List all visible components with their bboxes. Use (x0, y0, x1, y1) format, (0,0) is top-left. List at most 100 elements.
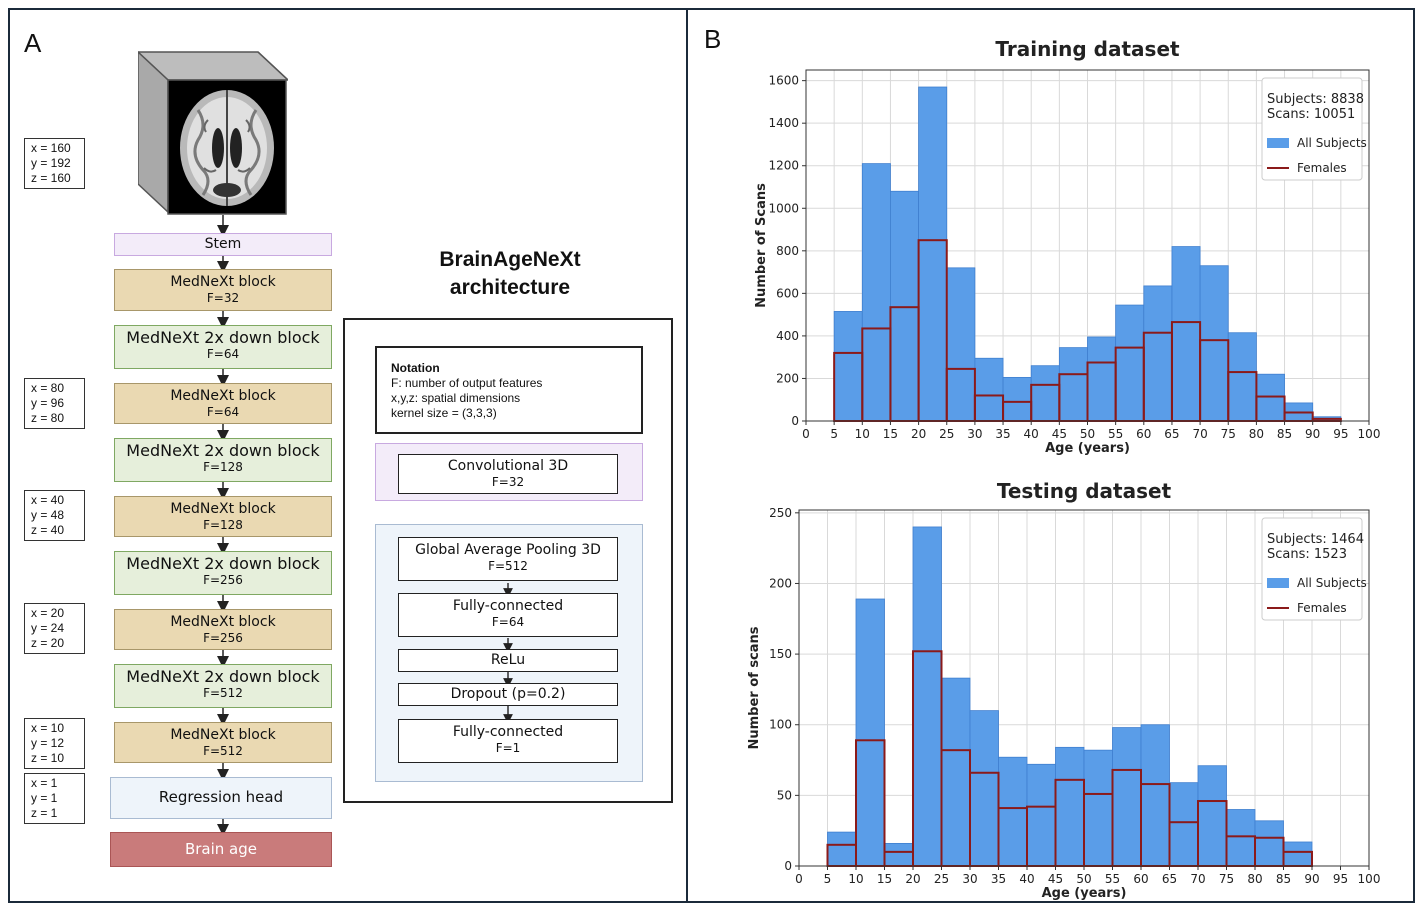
x-tick-label: 20 (905, 872, 920, 886)
dims-box-6: x = 1 y = 1 z = 1 (24, 773, 85, 824)
x-tick-label: 70 (1190, 872, 1205, 886)
block-features: F=64 (206, 405, 240, 419)
layer-features: F=64 (491, 615, 525, 629)
architecture-title: BrainAgeNeXt architecture (400, 246, 620, 302)
bar-all-subjects (1197, 765, 1227, 867)
bar-all-subjects (918, 86, 948, 422)
bar-all-subjects (1115, 304, 1145, 422)
x-tick-label: 0 (802, 427, 810, 441)
bar-all-subjects (1083, 749, 1113, 867)
dim-y: y = 12 (31, 736, 65, 750)
block-label: MedNeXt 2x down block (126, 441, 320, 460)
bar-all-subjects (1199, 265, 1229, 422)
bar-all-subjects (1087, 336, 1117, 422)
dim-x: x = 20 (31, 606, 65, 620)
legend-label-all-subjects: All Subjects (1297, 136, 1367, 150)
dims-box-1: x = 160 y = 192 z = 160 (24, 138, 85, 189)
x-tick-label: 50 (1076, 872, 1091, 886)
bar-all-subjects (974, 357, 1004, 422)
chart-title: Training dataset (995, 37, 1180, 61)
conv3d-features: F=32 (491, 475, 525, 489)
x-tick-label: 60 (1136, 427, 1151, 441)
architecture-title-line-1: BrainAgeNeXt (439, 248, 581, 271)
bar-all-subjects (861, 163, 891, 422)
legend-box (1261, 77, 1363, 181)
x-tick-label: 60 (1133, 872, 1148, 886)
notation-line: kernel size = (3,3,3) (391, 406, 497, 420)
y-axis-label: Number of Scans (754, 183, 769, 308)
block-features: F=256 (203, 631, 243, 645)
notation-title: Notation (391, 361, 440, 375)
x-tick-label: 30 (967, 427, 982, 441)
mednext-block-5: MedNeXt block F=512 (114, 722, 332, 763)
x-tick-label: 65 (1162, 872, 1177, 886)
y-tick-label: 0 (784, 859, 792, 873)
y-tick-label: 0 (791, 414, 799, 428)
conv3d-label: Convolutional 3D (447, 458, 569, 474)
bar-all-subjects (1112, 727, 1142, 867)
stem-block: Stem (114, 233, 332, 256)
layer-label: Dropout (p=0.2) (450, 686, 566, 702)
block-features: F=32 (206, 291, 240, 305)
x-tick-label: 20 (911, 427, 926, 441)
x-tick-label: 15 (883, 427, 898, 441)
y-tick-label: 250 (769, 506, 792, 520)
bar-all-subjects (884, 842, 914, 867)
x-tick-label: 85 (1276, 872, 1291, 886)
notation-line: x,y,z: spatial dimensions (391, 391, 521, 405)
x-axis-label: Age (years) (1045, 441, 1130, 455)
architecture-title-line-2: architecture (449, 276, 571, 299)
bar-all-subjects (1171, 246, 1201, 422)
chart-title: Testing dataset (997, 479, 1172, 503)
x-tick-label: 30 (962, 872, 977, 886)
regression-head-block: Regression head (110, 777, 332, 819)
legend-swatch-all-subjects (1267, 578, 1289, 588)
block-features: F=512 (203, 744, 243, 758)
notation-line: F: number of output features (391, 376, 543, 390)
block-features: F=64 (206, 347, 240, 361)
block-label: MedNeXt block (170, 614, 276, 630)
legend-scans-count: Scans: 1523 (1267, 547, 1347, 562)
dim-z: z = 40 (31, 523, 65, 537)
x-tick-label: 100 (1358, 872, 1381, 886)
x-tick-label: 10 (848, 872, 863, 886)
x-tick-label: 45 (1052, 427, 1067, 441)
head-arrows (503, 583, 513, 724)
mednext-down-block-2: MedNeXt 2x down block F=128 (114, 438, 332, 482)
dim-x: x = 1 (31, 776, 58, 790)
block-label: MedNeXt block (170, 727, 276, 743)
x-tick-label: 80 (1249, 427, 1264, 441)
x-tick-label: 35 (991, 872, 1006, 886)
dims-box-2: x = 80 y = 96 z = 80 (24, 378, 85, 429)
block-label: MedNeXt block (170, 274, 276, 290)
regression-head-group: Global Average Pooling 3D F=512 Fully-co… (375, 524, 643, 782)
bar-all-subjects (1030, 365, 1060, 422)
x-tick-label: 65 (1164, 427, 1179, 441)
x-tick-label: 25 (934, 872, 949, 886)
x-tick-label: 15 (877, 872, 892, 886)
dim-y: y = 192 (31, 156, 71, 170)
dim-z: z = 1 (31, 806, 58, 820)
dim-x: x = 40 (31, 493, 65, 507)
y-tick-label: 150 (769, 647, 792, 661)
y-axis-label: Number of scans (747, 626, 762, 749)
fc1-box: Fully-connected F=1 (398, 719, 618, 763)
x-axis-label: Age (years) (1042, 886, 1127, 900)
dim-y: y = 24 (31, 621, 65, 635)
mednext-down-block-4: MedNeXt 2x down block F=512 (114, 664, 332, 708)
conv-group: Convolutional 3D F=32 (375, 443, 643, 501)
x-tick-label: 90 (1305, 427, 1320, 441)
x-tick-label: 35 (995, 427, 1010, 441)
bar-all-subjects (855, 598, 885, 867)
block-label: MedNeXt block (170, 388, 276, 404)
bar-all-subjects (1254, 820, 1284, 867)
brain-mri-cube (138, 50, 288, 215)
dims-box-3: x = 40 y = 48 z = 40 (24, 490, 85, 541)
mednext-down-block-3: MedNeXt 2x down block F=256 (114, 551, 332, 595)
bar-all-subjects (1140, 724, 1170, 867)
y-tick-label: 1000 (768, 201, 799, 215)
